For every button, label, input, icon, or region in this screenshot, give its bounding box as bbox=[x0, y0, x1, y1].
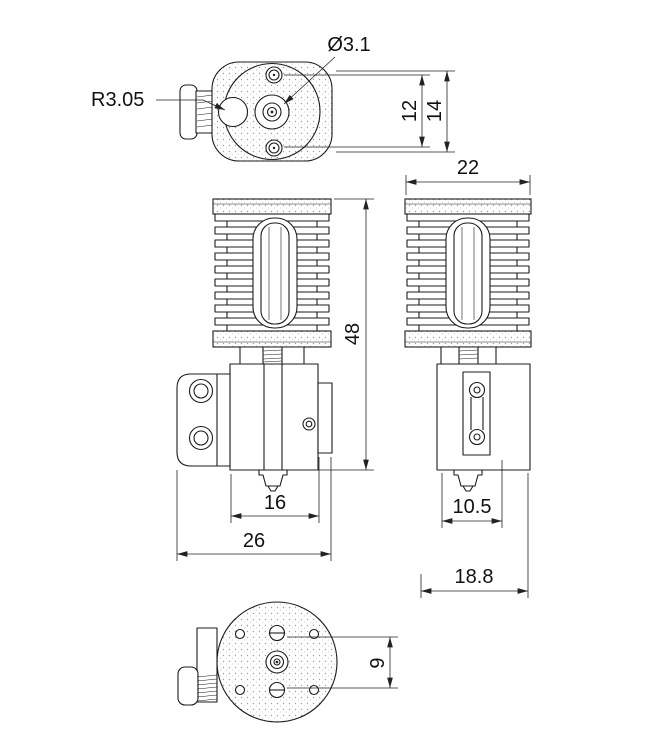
left-bracket bbox=[176, 373, 231, 467]
neck bbox=[239, 346, 305, 365]
dim-block-width-label: 16 bbox=[264, 492, 286, 514]
heatsink-slot bbox=[252, 217, 298, 329]
plate-screw bbox=[302, 417, 316, 431]
top-screw-upper bbox=[265, 66, 283, 84]
side-plate bbox=[317, 382, 333, 454]
bottom-view: 9 bbox=[177, 601, 398, 723]
side-view: 22 10.5 18.8 bbox=[404, 157, 532, 598]
dim-overall-depth-label: 18.8 bbox=[455, 566, 494, 588]
top-view: Ø3.1 R3.05 12 14 bbox=[91, 34, 455, 162]
dim-outer-height: 14 bbox=[336, 70, 455, 153]
dim-overall-width-label: 26 bbox=[243, 530, 265, 552]
dim-radius: R3.05 bbox=[91, 89, 226, 111]
nozzle-front bbox=[258, 469, 288, 492]
bottom-screw-upper bbox=[268, 624, 286, 642]
dim-top-width: 22 bbox=[405, 157, 531, 195]
nozzle-side bbox=[453, 469, 483, 492]
screw-channel bbox=[462, 371, 491, 456]
thread-hatch-icon bbox=[196, 94, 214, 128]
top-flange-side bbox=[404, 198, 532, 215]
side-setscrew-top bbox=[179, 84, 215, 140]
neck-side bbox=[440, 346, 497, 365]
dim-total-height-label: 48 bbox=[342, 323, 364, 345]
thread-hatch-bottom-icon bbox=[196, 674, 218, 702]
front-view: 48 16 26 bbox=[176, 198, 374, 561]
dim-radius-label: R3.05 bbox=[91, 89, 144, 111]
dim-top-width-label: 22 bbox=[457, 157, 479, 179]
center-hub bbox=[254, 94, 290, 130]
dim-block-width: 16 bbox=[230, 457, 320, 523]
heatsink-slot-side bbox=[445, 217, 491, 329]
bottom-flange bbox=[212, 330, 332, 348]
dim-overall-width: 26 bbox=[176, 457, 332, 561]
dim-hole-diameter-label: Ø3.1 bbox=[327, 34, 370, 56]
mount-block bbox=[229, 363, 319, 471]
top-flange bbox=[212, 198, 332, 215]
dim-lower-width-label: 10.5 bbox=[453, 496, 492, 518]
dim-overall-depth: 18.8 bbox=[420, 473, 529, 598]
dim-inner-height: 12 bbox=[284, 74, 430, 148]
dim-hole-spacing: 9 bbox=[287, 636, 398, 689]
top-screw-lower bbox=[265, 139, 283, 157]
nozzle-bore bbox=[265, 650, 289, 674]
dim-inner-height-label: 12 bbox=[399, 100, 421, 122]
dim-hole-spacing-label: 9 bbox=[367, 657, 389, 668]
dim-outer-height-label: 14 bbox=[424, 100, 446, 122]
dim-hole-diameter: Ø3.1 bbox=[283, 34, 371, 105]
filament-bore bbox=[217, 96, 249, 128]
bottom-screw-lower bbox=[268, 681, 286, 699]
side-setscrew-bottom bbox=[177, 627, 218, 706]
bottom-flange-side bbox=[404, 330, 532, 348]
dim-total-height: 48 bbox=[290, 198, 374, 471]
dim-lower-width: 10.5 bbox=[441, 460, 503, 528]
